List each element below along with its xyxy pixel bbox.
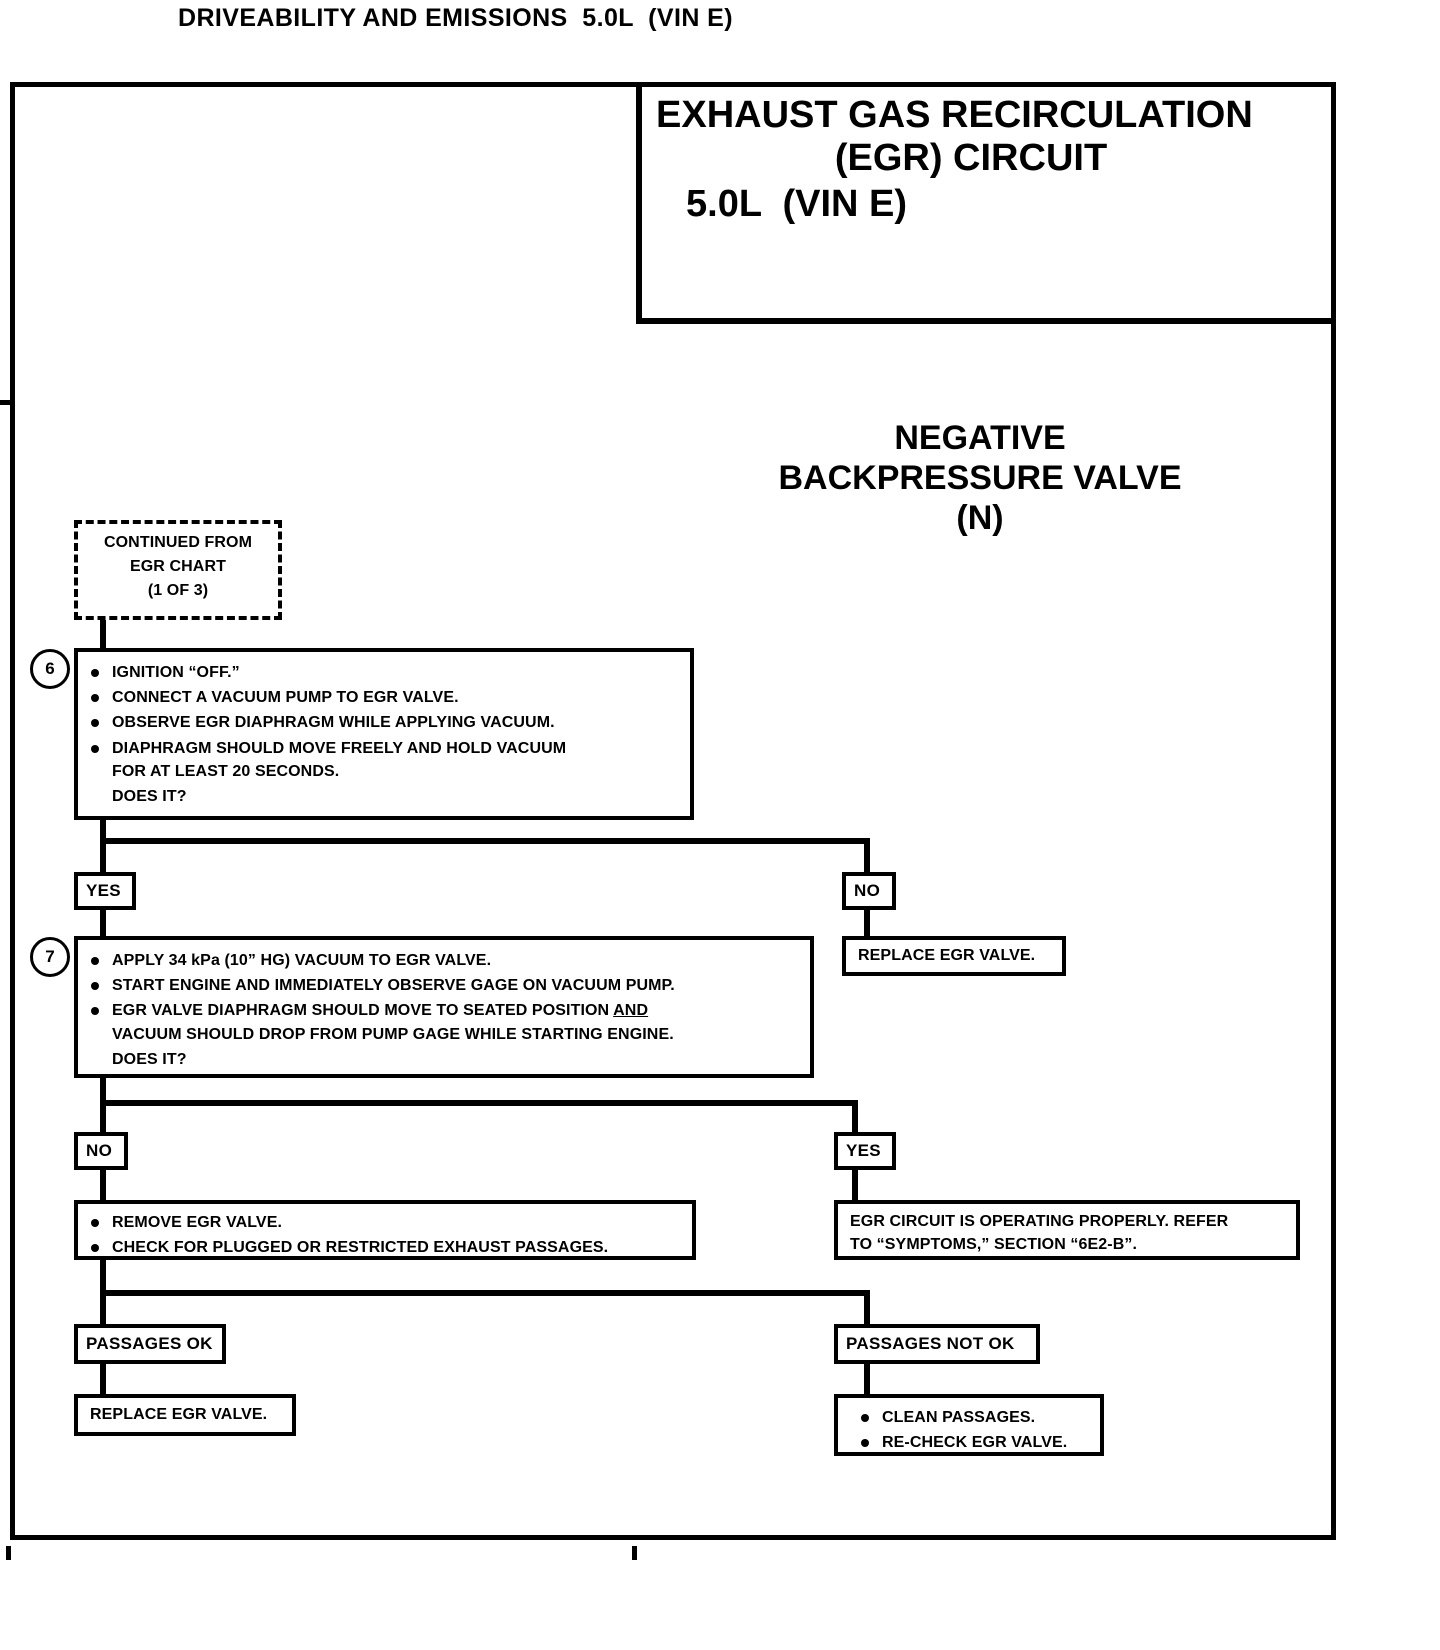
- step7-question: DOES IT?: [112, 1050, 187, 1068]
- frame-tick-left: [0, 400, 12, 405]
- continued-line-3: (1 OF 3): [147, 582, 209, 599]
- continued-line-2: EGR CHART: [129, 558, 226, 575]
- node-replace-egr-valve-right: REPLACE EGR VALVE.: [842, 936, 1066, 976]
- branch-label-yes-step7-text: YES: [846, 1141, 881, 1160]
- connector-step6-split: [100, 838, 870, 844]
- step7-bullet-3: EGR VALVE DIAPHRAGM SHOULD MOVE TO SEATE…: [91, 999, 802, 1045]
- title-line-3: 5.0L (VIN E): [686, 183, 908, 226]
- branch-label-yes-step6-text: YES: [86, 881, 121, 900]
- branch-label-no-step6: NO: [842, 872, 896, 910]
- connector-passages-ok-to-replace: [100, 1363, 106, 1395]
- connector-passages-ok-drop: [100, 1290, 106, 1324]
- remove-valve-bullet-2: CHECK FOR PLUGGED OR RESTRICTED EXHAUST …: [91, 1236, 684, 1259]
- title-block: EXHAUST GAS RECIRCULATION (EGR) CIRCUIT …: [636, 82, 1336, 324]
- node-remove-egr-valve: REMOVE EGR VALVE. CHECK FOR PLUGGED OR R…: [74, 1200, 696, 1260]
- branch-label-yes-step6: YES: [74, 872, 136, 910]
- frame-tick-bottom-left: [6, 1546, 11, 1560]
- connector-step6-no-drop: [864, 838, 870, 874]
- replace-egr-valve-right-text: REPLACE EGR VALVE.: [858, 947, 1036, 965]
- branch-label-no-step6-text: NO: [854, 881, 881, 900]
- clean-passages-bullet-2: RE-CHECK EGR VALVE.: [861, 1431, 1092, 1454]
- connector-step7-yes-drop: [852, 1100, 858, 1134]
- connector-yes7-to-circuit-ok: [852, 1168, 858, 1200]
- step7-bullet-list: APPLY 34 kPa (10” HG) VACUUM TO EGR VALV…: [78, 940, 810, 1081]
- connector-no7-to-remove: [100, 1168, 106, 1200]
- step7-bullet-2: START ENGINE AND IMMEDIATELY OBSERVE GAG…: [91, 974, 802, 997]
- step6-bullet-4: DIAPHRAGM SHOULD MOVE FREELY AND HOLD VA…: [91, 737, 682, 783]
- subtitle-negative-backpressure-valve: NEGATIVE BACKPRESSURE VALVE (N): [778, 419, 1182, 538]
- connector-step6-stem: [100, 816, 106, 844]
- title-line-2: (EGR) CIRCUIT: [834, 136, 1108, 179]
- step-number-7: 7: [30, 937, 70, 977]
- connector-passages-not-ok-to-clean: [864, 1363, 870, 1395]
- clean-passages-bullet-1: CLEAN PASSAGES.: [861, 1406, 1092, 1429]
- label-passages-not-ok: PASSAGES NOT OK: [834, 1324, 1040, 1364]
- step6-bullet-2: CONNECT A VACUUM PUMP TO EGR VALVE.: [91, 686, 682, 709]
- connector-step7-split: [100, 1100, 858, 1106]
- clean-passages-bullet-list: CLEAN PASSAGES. RE-CHECK EGR VALVE.: [838, 1398, 1100, 1464]
- egr-circuit-ok-text: EGR CIRCUIT IS OPERATING PROPERLY. REFER…: [850, 1213, 1229, 1254]
- connector-no6-to-replace: [864, 908, 870, 936]
- branch-label-yes-step7: YES: [834, 1132, 896, 1170]
- label-passages-ok: PASSAGES OK: [74, 1324, 226, 1364]
- step6-bullet-list: IGNITION “OFF.” CONNECT A VACUUM PUMP TO…: [78, 652, 690, 818]
- node-step-6: IGNITION “OFF.” CONNECT A VACUUM PUMP TO…: [74, 648, 694, 820]
- title-line-1: EXHAUST GAS RECIRCULATION: [656, 94, 1253, 136]
- replace-egr-valve-bottom-text: REPLACE EGR VALVE.: [90, 1406, 268, 1424]
- connector-step6-yes-drop: [100, 838, 106, 874]
- connector-continued-to-step6: [100, 620, 106, 651]
- branch-label-no-step7: NO: [74, 1132, 128, 1170]
- step7-bullet-3-and-underlined: AND: [613, 1002, 649, 1020]
- step-number-6: 6: [30, 649, 70, 689]
- remove-valve-bullet-1: REMOVE EGR VALVE.: [91, 1211, 684, 1234]
- node-egr-circuit-operating-properly: EGR CIRCUIT IS OPERATING PROPERLY. REFER…: [834, 1200, 1300, 1260]
- connector-yes6-to-step7: [100, 908, 106, 936]
- node-clean-passages: CLEAN PASSAGES. RE-CHECK EGR VALVE.: [834, 1394, 1104, 1456]
- connector-step7-stem: [100, 1075, 106, 1107]
- step6-bullet-1: IGNITION “OFF.”: [91, 661, 682, 684]
- connector-step7-no-drop: [100, 1100, 106, 1134]
- node-step-7: APPLY 34 kPa (10” HG) VACUUM TO EGR VALV…: [74, 936, 814, 1078]
- step6-bullet-3: OBSERVE EGR DIAPHRAGM WHILE APPLYING VAC…: [91, 711, 682, 734]
- step7-bullet-1: APPLY 34 kPa (10” HG) VACUUM TO EGR VALV…: [91, 949, 802, 972]
- frame-tick-bottom-center: [632, 1546, 637, 1560]
- step6-question: DOES IT?: [112, 787, 187, 805]
- connector-remove-split: [100, 1290, 870, 1296]
- connector-remove-stem: [100, 1258, 106, 1296]
- page-header: DRIVEABILITY AND EMISSIONS 5.0L (VIN E): [178, 4, 733, 32]
- remove-valve-bullet-list: REMOVE EGR VALVE. CHECK FOR PLUGGED OR R…: [78, 1204, 692, 1269]
- node-continued-from-egr-chart: CONTINUED FROM EGR CHART (1 OF 3): [74, 520, 282, 620]
- step7-bullet-3-part-b: VACUUM SHOULD DROP FROM PUMP GAGE WHILE …: [112, 1025, 674, 1043]
- label-passages-ok-text: PASSAGES OK: [86, 1334, 213, 1353]
- node-replace-egr-valve-bottom: REPLACE EGR VALVE.: [74, 1394, 296, 1436]
- connector-passages-not-ok-drop: [864, 1290, 870, 1324]
- continued-line-1: CONTINUED FROM: [103, 534, 253, 551]
- branch-label-no-step7-text: NO: [86, 1141, 113, 1160]
- step7-bullet-3-part-a: EGR VALVE DIAPHRAGM SHOULD MOVE TO SEATE…: [112, 1002, 614, 1020]
- chart-border: [10, 82, 1336, 1540]
- label-passages-not-ok-text: PASSAGES NOT OK: [846, 1334, 1015, 1353]
